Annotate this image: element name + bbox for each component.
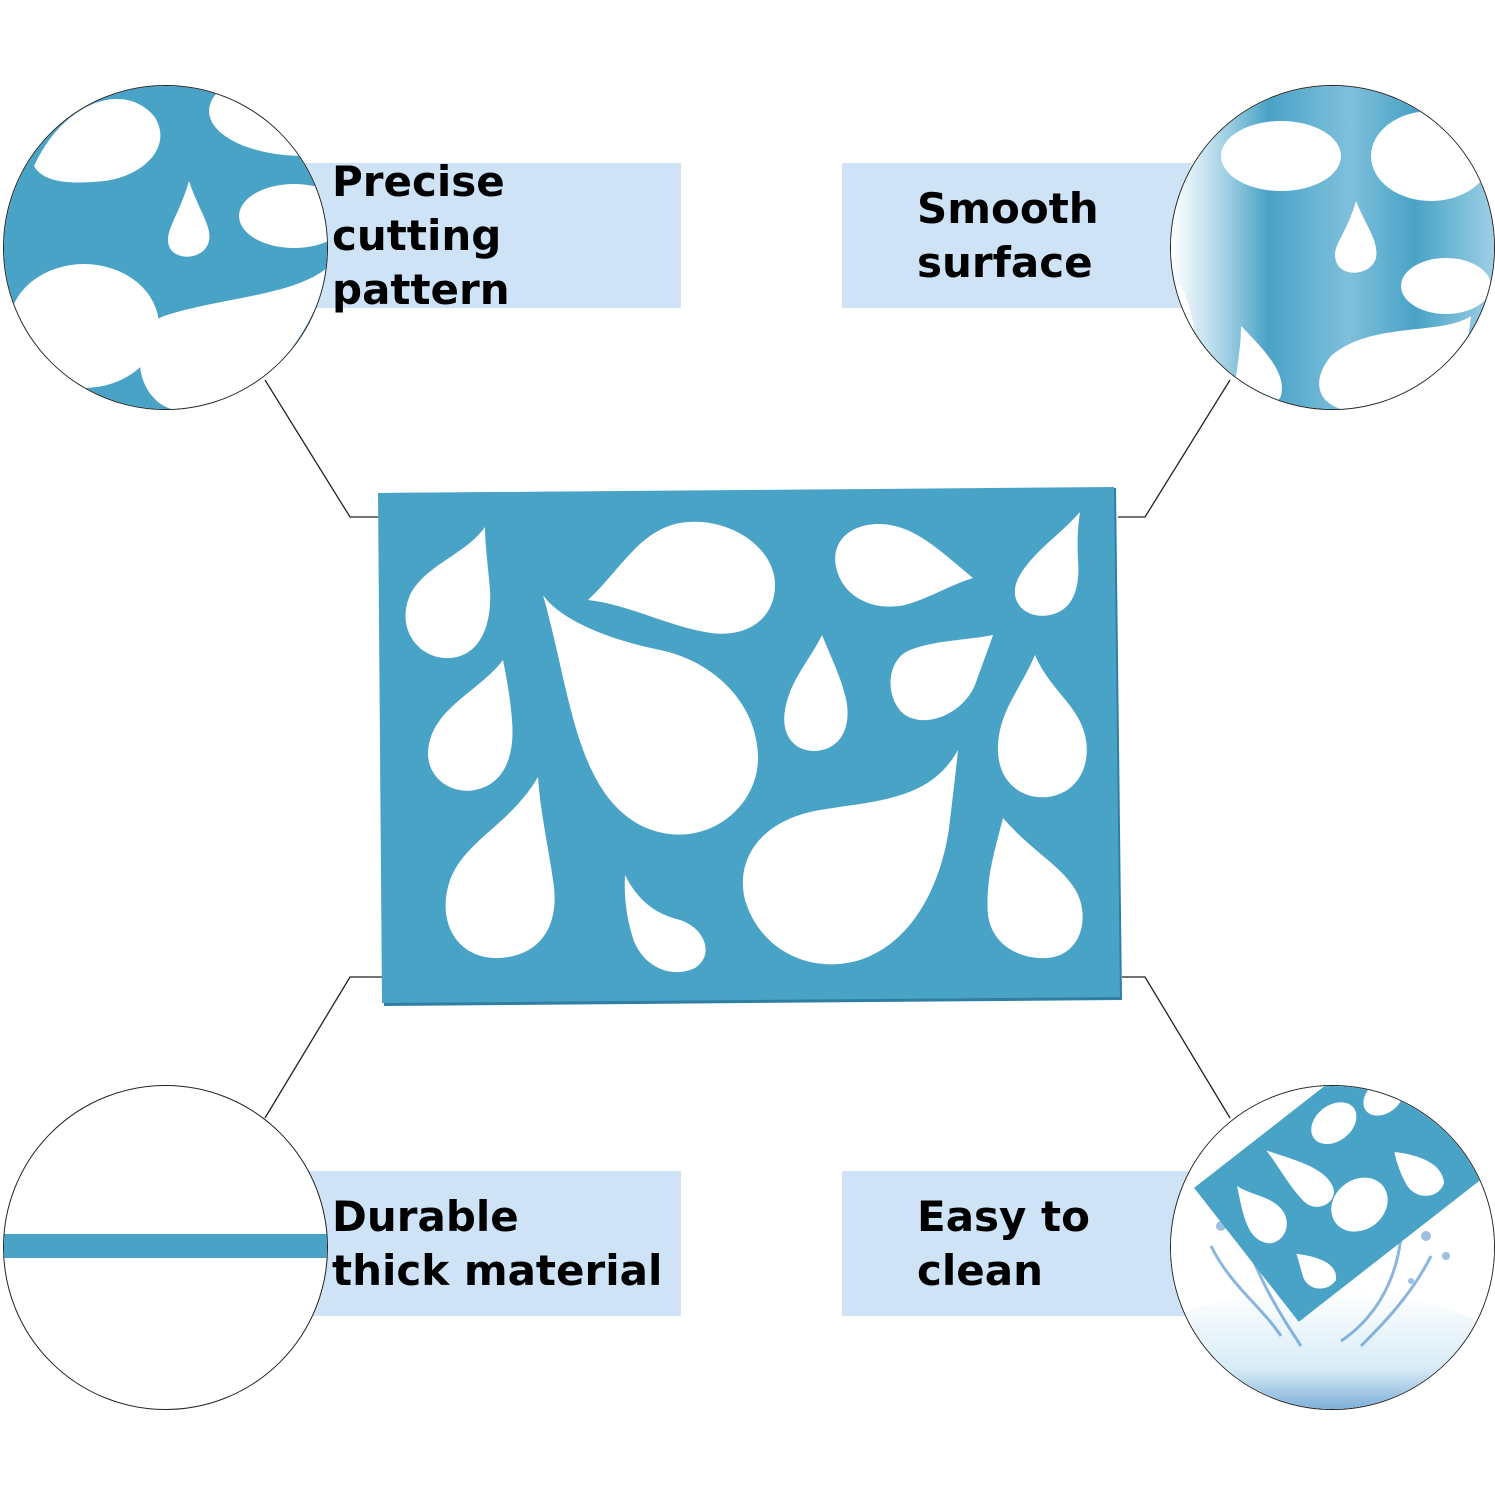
feature-label-clean-text: Easy to clean xyxy=(917,1191,1090,1295)
feature-label-precise: Precise cutting pattern xyxy=(300,157,681,314)
connector-line-top-left xyxy=(264,379,380,518)
feature-label-precise-text: Precise cutting pattern xyxy=(332,156,510,314)
connector-line-bottom-right xyxy=(1122,976,1231,1119)
feature-label-clean: Easy to clean xyxy=(842,1171,1192,1316)
droplet-pattern-closeup-icon xyxy=(3,85,328,410)
glossy-droplet-pattern-closeup-icon xyxy=(1170,85,1495,410)
connector-line-bottom-left xyxy=(264,976,382,1119)
connector-line-top-right xyxy=(1118,379,1231,518)
stencil-edge-thickness-icon xyxy=(3,1085,328,1410)
feature-label-smooth: Smooth surface xyxy=(842,163,1192,308)
feature-label-durable: Durable thick material xyxy=(300,1171,681,1316)
feature-label-durable-text: Durable thick material xyxy=(332,1191,663,1295)
feature-label-smooth-text: Smooth surface xyxy=(917,183,1099,287)
